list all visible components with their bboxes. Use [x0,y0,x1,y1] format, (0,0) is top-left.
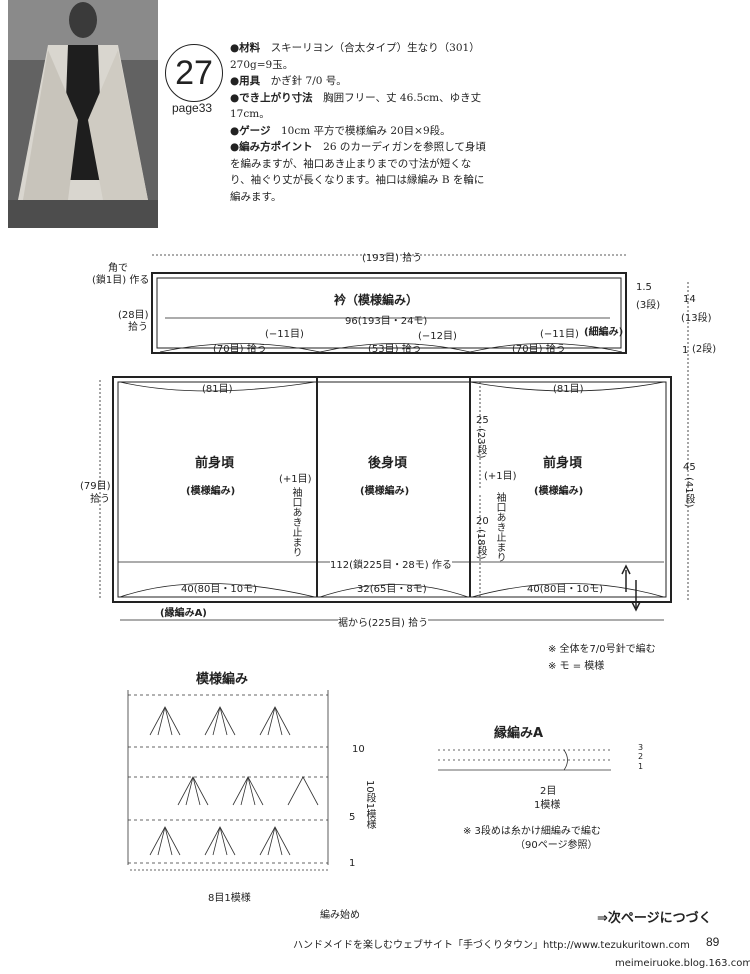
stitch-row-5: 5 [349,812,356,823]
panel-right-sub: (模様編み) [534,486,584,497]
collar-top-pickup: (193目) 拾う [362,253,423,264]
stitch-row-1: 1 [349,858,356,869]
corner-label: 角で [108,263,128,274]
stitch-repeat-rows: 10段1模様 [364,780,375,830]
model-photo [8,0,158,228]
edge-row-2: 2 [638,752,644,761]
bottom-center: 32(65目・8モ) [357,584,427,595]
collar-title: 衿（模様編み） [334,293,419,307]
hem-pickup: 裾から(225目) 拾う [338,614,429,629]
corner-chain: (鎖1目) 作る [92,275,150,286]
collar-height-b: (13段) [681,313,712,324]
site-credit: ハンドメイドを楽しむウェブサイト「手づくりタウン」http://www.tezu… [293,940,690,951]
pickup-center: (53目) 拾う [368,344,422,355]
decrease-right: (−11目) [540,329,579,340]
left-pick-a: (79目) [80,481,111,492]
collar-inner [156,277,622,349]
collar-width: 96(193目・24モ) [345,316,428,327]
decrease-center: (−12目) [418,331,457,342]
pattern-number: 27 [165,44,223,102]
edge-note-b: （90ページ参照） [515,840,598,851]
bottom-right: 40(80目・10モ) [527,584,603,595]
collar-rows-a: 1.5 [636,282,652,293]
stitch-chart-title: 模様編み [196,672,249,687]
edge-row-3: 3 [638,743,644,752]
pattern-info: ●材料 スキーリヨン（合太タイプ）生なり（301）270g=9玉。 ●用具 かぎ… [230,40,490,205]
top-count-right: (81目) [553,384,584,395]
chain-foundation: 112(鎖225目・28モ) 作る [330,556,452,571]
collar-rows-b: (3段) [636,300,661,311]
armhole-plus-right: (+1目) [484,471,517,482]
edge-note-a: ※ 3段めは糸かけ細編みで編む [463,826,601,837]
armhole-upper-b: (23段) [475,428,486,459]
panel-center-title: 後身頃 [368,456,408,471]
edge-chart [438,749,611,771]
top-count-left: (81目) [202,384,233,395]
stitch-chart [127,690,329,871]
info-tools: ●用具 かぎ針 7/0 号。 [230,75,347,87]
decrease-left: (−11目) [265,329,304,340]
collar-side-pick2: 拾う [128,322,148,333]
pickup-right: (70目) 拾う [512,344,566,355]
bottom-left: 40(80目・10モ) [181,584,257,595]
info-size: ●でき上がり寸法 胸囲フリー、丈 46.5cm、ゆき丈 17cm。 [230,91,482,121]
stitch-repeat-sts: 8目1模様 [208,893,251,904]
armhole-plus-left: (+1目) [279,474,312,485]
vest-illustration [8,0,158,228]
armhole-lower-a: 20 [476,516,489,527]
note-motif: ※ モ = 模様 [548,661,605,672]
panel-left-title: 前身頃 [195,456,235,471]
page-reference: page33 [172,101,213,115]
armhole-stop-right: 袖口あき止まり [494,492,505,562]
stitch-start: 編み始め [320,910,360,921]
body-height-a: 45 [683,462,696,473]
collar-height-a: 14 [683,294,696,305]
blog-watermark: meimeiruoke.blog.163.com [615,958,750,969]
edge-repeat-a: 2目 [540,786,557,797]
info-materials: ●材料 スキーリヨン（合太タイプ）生なり（301）270g=9玉。 [230,42,480,71]
left-pick-b: 拾う [90,494,110,505]
edge-chart-title: 縁編みA [494,726,544,741]
continue-next-page: ⇒次ページにつづく [597,911,712,926]
body-inner [117,381,667,598]
info-gauge: ●ゲージ 10cm 平方で模様編み 20目×9段。 [230,124,451,137]
collar-height-d: (2段) [692,344,717,355]
pickup-left: (70目) 拾う [213,344,267,355]
single-crochet-label: (細編み) [584,327,624,338]
armhole-upper-a: 25 [476,415,489,426]
info-points: ●編み方ポイント 26 のカーディガンを参照して身頃を編みますが、袖口あき止まり… [230,141,486,203]
page-number: 89 [706,935,720,949]
panel-right-title: 前身頃 [543,456,583,471]
armhole-stop-left: 袖口あき止まり [290,487,301,557]
edge-row-1: 1 [638,762,644,771]
body-outline [112,376,672,603]
edge-repeat-b: 1模様 [534,800,561,811]
collar-side-pick: (28目) [118,310,149,321]
panel-center-sub: (模様編み) [360,486,410,497]
collar-height-c: 1 [682,345,689,356]
stitch-row-10: 10 [352,744,365,755]
armhole-lower-b: (18段) [475,529,486,560]
edge-a-label: (縁編みA) [160,608,207,619]
panel-left-sub: (模様編み) [186,486,236,497]
collar-outline [151,272,627,354]
body-height-b: (41段) [683,477,694,508]
note-needle: ※ 全体を7/0号針で編む [548,644,656,655]
